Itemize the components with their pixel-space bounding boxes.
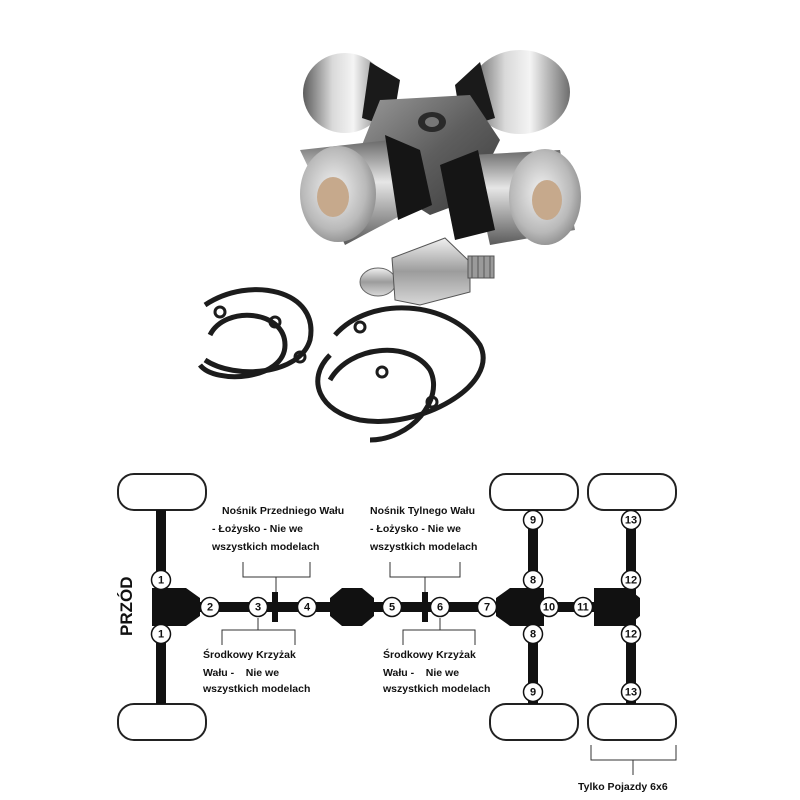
point-4-label: 4 xyxy=(304,602,311,614)
point-2-label: 2 xyxy=(207,602,213,614)
point-4: 4 xyxy=(296,596,318,618)
point-11-circle xyxy=(572,596,594,618)
point-13-top: 13 xyxy=(620,509,642,531)
wheel-third-left xyxy=(587,473,677,511)
point-12-bottom: 12 xyxy=(620,623,642,645)
front-carrier-bearing xyxy=(272,592,278,622)
wheel-front-right xyxy=(117,703,207,741)
point-10-label: 10 xyxy=(543,602,555,614)
point-5-circle xyxy=(381,596,403,618)
point-10: 10 xyxy=(538,596,560,618)
point-8-bottom: 8 xyxy=(522,623,544,645)
wheel-third-right xyxy=(587,703,677,741)
transfer-case xyxy=(330,588,374,626)
point-7: 7 xyxy=(476,596,498,618)
point-9-bottom-label: 9 xyxy=(530,687,536,699)
point-3-label: 3 xyxy=(255,602,261,614)
point-7-label: 7 xyxy=(484,602,490,614)
point-3: 3 xyxy=(247,596,269,618)
rear-differential xyxy=(496,588,544,626)
wheel-front-left xyxy=(117,473,207,511)
point-12-top: 12 xyxy=(620,569,642,591)
point-2: 2 xyxy=(199,596,221,618)
point-2-circle xyxy=(199,596,221,618)
point-6-circle xyxy=(429,596,451,618)
point-9-top: 9 xyxy=(522,509,544,531)
point-4-circle xyxy=(296,596,318,618)
point-5: 5 xyxy=(381,596,403,618)
point-13-top-label: 13 xyxy=(625,515,637,527)
point-1-bottom-label: 1 xyxy=(158,629,164,641)
point-8-bottom-label: 8 xyxy=(530,629,536,641)
grease-fitting xyxy=(359,237,495,306)
six-by-six-label: Tylko Pojazdy 6x6 xyxy=(578,781,668,793)
universal-joint-image xyxy=(198,50,581,443)
bearing-cup-front-left xyxy=(300,135,432,245)
point-1-top-label: 1 xyxy=(158,575,164,587)
rear-carrier-bearing xyxy=(422,592,428,622)
callout-brackets xyxy=(221,562,677,775)
point-8-top-circle xyxy=(522,569,544,591)
front-differential xyxy=(152,588,200,626)
point-9-bottom-circle xyxy=(522,681,544,703)
point-12-bottom-circle xyxy=(620,623,642,645)
rear-carrier-label: Nośnik Tylnego Wału - Łożysko - Nie we w… xyxy=(369,505,478,553)
front-carrier-label: Nośnik Przedniego Wału - Łożysko - Nie w… xyxy=(211,505,347,553)
point-10-circle xyxy=(538,596,560,618)
snap-rings xyxy=(198,287,486,443)
point-13-bottom-label: 13 xyxy=(625,687,637,699)
point-9-top-label: 9 xyxy=(530,515,536,527)
point-1-bottom-circle xyxy=(150,623,172,645)
point-9-top-circle xyxy=(522,509,544,531)
point-11: 11 xyxy=(572,596,594,618)
bearing-cup-front-right xyxy=(440,149,581,245)
point-5-label: 5 xyxy=(389,602,395,614)
point-8-top-label: 8 xyxy=(530,575,536,587)
point-9-bottom: 9 xyxy=(522,681,544,703)
point-1-bottom: 1 xyxy=(150,623,172,645)
point-11-label: 11 xyxy=(577,602,589,614)
point-6-label: 6 xyxy=(437,602,443,614)
wheel-rear-right xyxy=(489,703,579,741)
point-7-circle xyxy=(476,596,498,618)
point-13-bottom: 13 xyxy=(620,681,642,703)
wheel-rear-left xyxy=(489,473,579,511)
point-13-bottom-circle xyxy=(620,681,642,703)
point-3-circle xyxy=(247,596,269,618)
point-12-bottom-label: 12 xyxy=(625,629,637,641)
third-differential xyxy=(594,588,640,626)
point-1-top: 1 xyxy=(150,569,172,591)
point-13-top-circle xyxy=(620,509,642,531)
point-1-top-circle xyxy=(150,569,172,591)
point-8-top: 8 xyxy=(522,569,544,591)
point-12-top-circle xyxy=(620,569,642,591)
point-6: 6 xyxy=(429,596,451,618)
center-joint-right-label: Środkowy Krzyżak Wału - Nie we wszystkic… xyxy=(382,648,490,695)
point-12-top-label: 12 xyxy=(625,575,637,587)
point-8-bottom-circle xyxy=(522,623,544,645)
front-label: PRZÓD xyxy=(117,577,136,637)
center-joint-left-label: Środkowy Krzyżak Wału - Nie we wszystkic… xyxy=(202,648,310,695)
